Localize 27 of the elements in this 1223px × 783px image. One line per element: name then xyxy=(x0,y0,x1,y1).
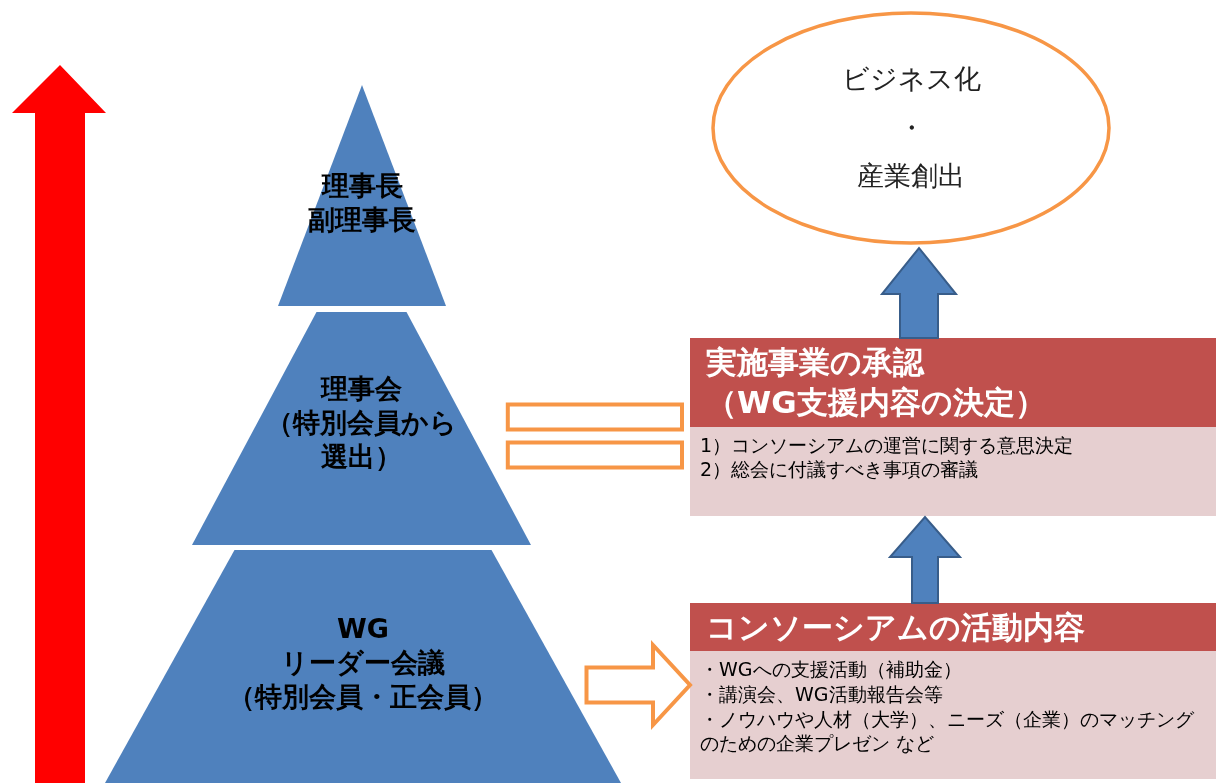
block-arrow xyxy=(887,515,963,604)
tier-label: 理事長 xyxy=(321,169,403,203)
goal-text: ビジネス化 xyxy=(841,62,981,97)
card-heading: 実施事業の承認 xyxy=(706,343,926,382)
info-card xyxy=(690,338,1216,516)
info-card xyxy=(690,603,1216,779)
tier-label: （特別会員から選出） xyxy=(265,405,458,474)
pyramid-tier xyxy=(105,550,621,783)
list-item: ・講演会、WG活動報告会等 xyxy=(700,682,944,707)
tier-label: リーダー会議 xyxy=(281,645,445,680)
list-item: 2）総会に付議すべき事項の審議 xyxy=(700,457,980,482)
card-heading: （WG支援内容の決定） xyxy=(706,383,1047,423)
tier-label: 理事会 xyxy=(321,372,402,406)
goal-ellipse xyxy=(710,10,1112,246)
goal-text: ・ xyxy=(897,110,925,145)
block-arrow xyxy=(879,246,959,339)
card-heading: コンソーシアムの活動内容 xyxy=(706,608,1086,647)
list-item: ・ノウハウや人材（大学）、ニーズ（企業）のマッチングのための企業プレゼン など xyxy=(700,706,1195,757)
list-item: ・WGへの支援活動（補助金） xyxy=(700,657,963,682)
tier-label: （特別会員・正会員） xyxy=(228,679,498,714)
list-item: 1）コンソーシアムの運営に関する意思決定 xyxy=(700,432,1075,458)
equals-connector xyxy=(505,402,684,470)
tier-label: WG xyxy=(337,612,389,646)
pyramid-tier xyxy=(278,85,446,306)
pyramid-tier xyxy=(192,312,531,545)
block-arrow xyxy=(584,639,693,731)
goal-text: 産業創出 xyxy=(857,159,965,194)
